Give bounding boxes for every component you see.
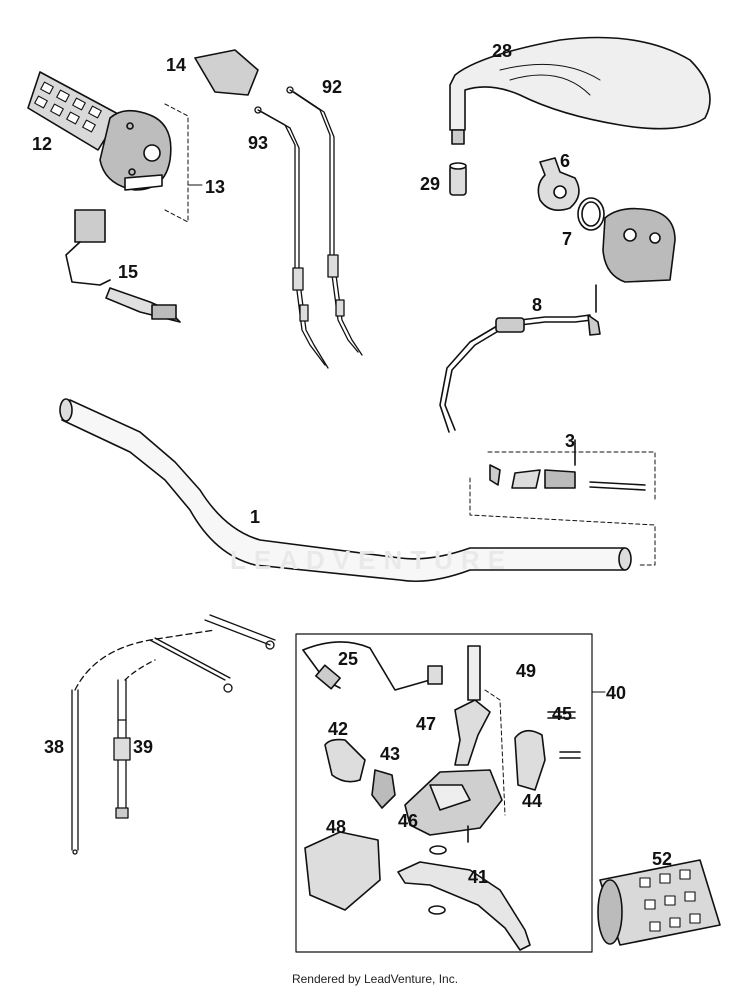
clutch-cables — [71, 614, 276, 855]
left-grip — [597, 859, 721, 946]
label-45: 45 — [552, 704, 573, 724]
mirror — [449, 36, 711, 145]
footer-credit: Rendered by LeadVenture, Inc. — [291, 972, 459, 986]
label-52: 52 — [652, 849, 673, 869]
label-6: 6 — [560, 151, 571, 171]
label-49: 49 — [516, 661, 537, 681]
handlebar — [59, 398, 632, 583]
label-92: 92 — [322, 77, 343, 97]
kill-switch — [65, 209, 181, 323]
label-14: 14 — [166, 55, 187, 75]
label-40: 40 — [606, 683, 627, 703]
throttle-cables — [254, 86, 363, 369]
label-41: 41 — [468, 867, 489, 887]
label-3: 3 — [565, 431, 576, 451]
label-47: 47 — [416, 714, 437, 734]
label-38: 38 — [44, 737, 65, 757]
label-42: 42 — [328, 719, 349, 739]
brake-hose — [439, 284, 601, 433]
label-1: 1 — [250, 507, 261, 527]
label-7: 7 — [562, 229, 573, 249]
label-43: 43 — [380, 744, 401, 764]
label-8: 8 — [532, 295, 543, 315]
label-12: 12 — [32, 134, 53, 154]
label-15: 15 — [118, 262, 139, 282]
label-93: 93 — [248, 133, 269, 153]
label-29: 29 — [420, 174, 441, 194]
label-46: 46 — [398, 811, 419, 831]
label-39: 39 — [133, 737, 154, 757]
label-13: 13 — [205, 177, 226, 197]
label-25: 25 — [338, 649, 359, 669]
label-48: 48 — [326, 817, 347, 837]
label-28: 28 — [492, 41, 513, 61]
throttle-grip — [27, 71, 172, 191]
watermark: LEADVENTURE — [230, 545, 514, 575]
label-44: 44 — [522, 791, 543, 811]
